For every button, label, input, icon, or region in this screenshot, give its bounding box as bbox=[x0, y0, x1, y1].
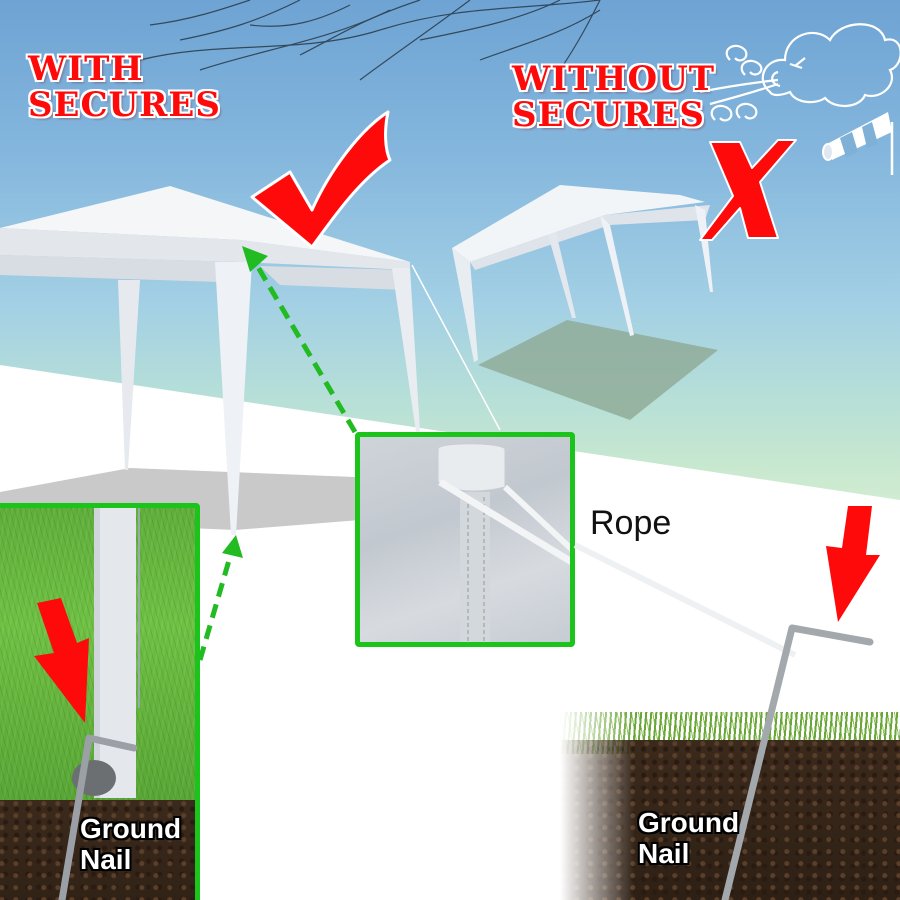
dashed-arrow-to-leg bbox=[197, 535, 243, 661]
ground-nail-right-line2: Nail bbox=[638, 837, 690, 869]
with-secures-line1: With bbox=[28, 49, 144, 89]
ground-nail-left-line2: Nail bbox=[80, 843, 132, 875]
far-tent bbox=[452, 185, 713, 362]
ground-nail-left-line1: Ground bbox=[80, 813, 182, 844]
ground-nail-label-right: Ground Nail bbox=[638, 807, 740, 870]
tree-branches bbox=[139, 0, 601, 81]
without-secures-line1: Without bbox=[512, 59, 716, 99]
soil-texture bbox=[0, 800, 195, 900]
without-secures-label: Without Secures bbox=[512, 59, 716, 135]
ground-nail-inset-left bbox=[0, 503, 200, 900]
windsock-icon bbox=[822, 112, 894, 175]
far-tent-shadow bbox=[478, 320, 718, 420]
ground-nail-right bbox=[721, 624, 874, 900]
check-mark-icon bbox=[250, 110, 392, 249]
inset-fabric-drawing bbox=[437, 443, 570, 642]
with-secures-label: With Secures bbox=[28, 49, 221, 125]
x-mark-icon bbox=[699, 139, 797, 241]
red-arrow-icon bbox=[34, 598, 89, 723]
main-tent bbox=[0, 186, 420, 535]
ground-nail-right-line1: Ground bbox=[638, 807, 740, 838]
ground-nail-label-left: Ground Nail bbox=[80, 813, 182, 876]
inset-left-drawing bbox=[34, 508, 140, 900]
red-arrow-icon bbox=[826, 506, 880, 622]
wind-blowing-cloud-icon bbox=[699, 23, 900, 122]
dashed-arrow-to-corner bbox=[242, 246, 358, 434]
rope-attachment-inset bbox=[355, 432, 575, 647]
with-secures-line2: Secures bbox=[28, 84, 221, 125]
rope-label: Rope bbox=[590, 504, 672, 542]
guy-rope bbox=[411, 264, 501, 431]
without-secures-line2: Secures bbox=[512, 94, 705, 135]
rope-to-nail bbox=[573, 542, 797, 658]
